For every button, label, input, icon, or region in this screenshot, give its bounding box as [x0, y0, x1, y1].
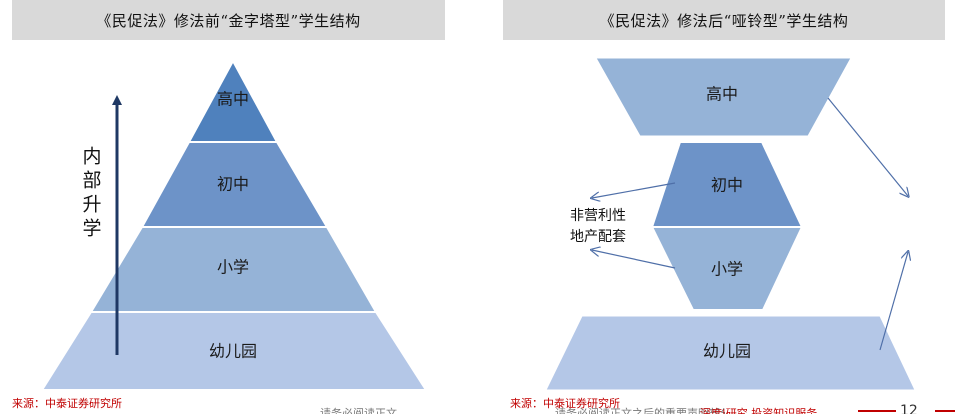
vertical-label-char: 升	[82, 194, 101, 216]
dumbbell-layer-primary	[650, 226, 804, 311]
side-label-realestate: 地产配套	[570, 229, 626, 245]
pyramid-label-primary: 小学	[217, 258, 249, 277]
vertical-label-char: 部	[82, 170, 101, 192]
pyramid-diagram: 高中 初中 小学 幼儿园 内 部 升 学	[40, 58, 428, 391]
pyramid-label-middleschool: 初中	[217, 175, 249, 194]
dumbbell-layer-highschool	[595, 57, 852, 137]
footer-brand: 深度|研究 投资知识服务	[700, 407, 818, 414]
source-note: 来源：中泰证券研究所	[510, 397, 620, 410]
side-label-nonprofit: 非营利性	[570, 208, 626, 224]
page-number: 12	[900, 404, 918, 414]
pyramid-label-kindergarten: 幼儿园	[209, 342, 257, 361]
dumbbell-label-kindergarten: 幼儿园	[703, 342, 751, 361]
footer-disclaimer: 请务必阅读正文之后的重要声明部分	[555, 407, 725, 414]
arrow-to-nonprofit	[592, 182, 676, 198]
pyramid-layer-kindergarten	[40, 311, 428, 391]
footer-disclaimer: 请务必阅读正文	[320, 407, 397, 414]
left-panel-title: 《民促法》修法前“金字塔型”学生结构	[12, 0, 445, 40]
dumbbell-label-primary: 小学	[711, 260, 743, 279]
footer-rule	[858, 410, 896, 412]
dumbbell-layer-kindergarten	[545, 315, 916, 391]
source-note: 来源：中泰证券研究所	[12, 397, 122, 410]
arrow-to-realestate	[592, 250, 676, 269]
arrow-from-highschool	[827, 97, 908, 196]
footer-rule	[935, 410, 955, 412]
pyramid-label-highschool: 高中	[217, 90, 249, 109]
vertical-label-char: 内	[82, 146, 101, 168]
dumbbell-label-middleschool: 初中	[711, 176, 743, 195]
arrow-from-kindergarten	[879, 252, 908, 351]
dumbbell-label-highschool: 高中	[706, 85, 738, 104]
dumbbell-diagram: 高中 初中 小学 幼儿园 非营利性 地产配套	[545, 57, 916, 391]
right-panel-title: 《民促法》修法后“哑铃型”学生结构	[503, 0, 945, 40]
vertical-label-char: 学	[82, 218, 101, 240]
